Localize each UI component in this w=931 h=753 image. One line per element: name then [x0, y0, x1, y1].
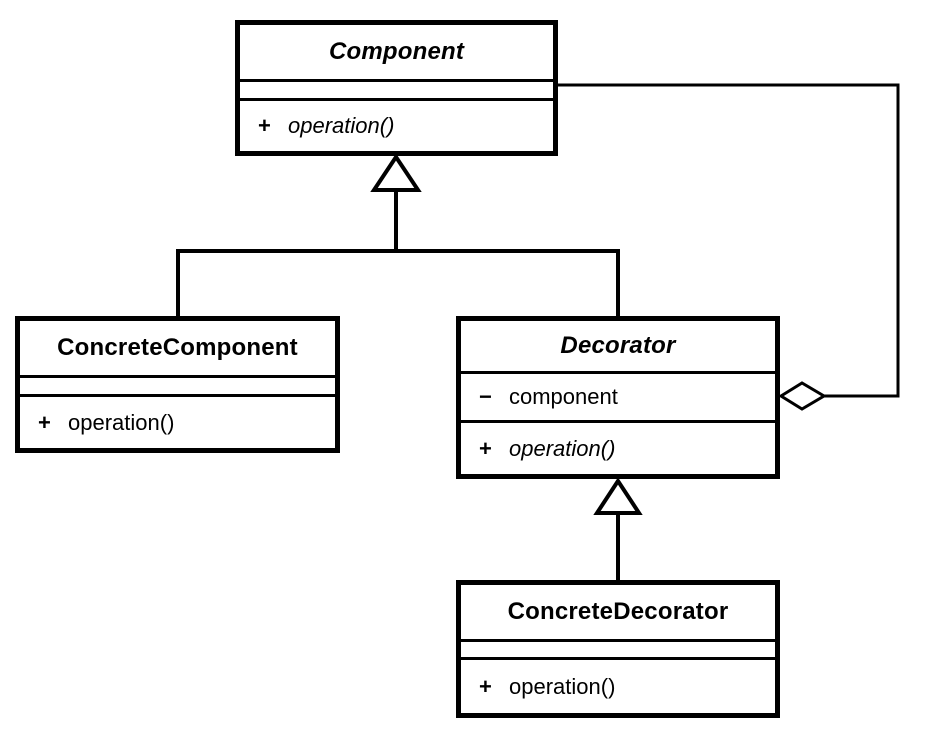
class-box-decorator[interactable]: Decorator − component + operation(): [456, 316, 780, 479]
visibility-marker: +: [38, 409, 51, 435]
class-operations-decorator: + operation(): [461, 423, 775, 474]
operation-name: operation(): [509, 435, 616, 461]
generalization-to-component: [176, 153, 620, 318]
class-name-concretecomponent: ConcreteComponent: [20, 321, 335, 378]
operation-row: + operation(): [461, 674, 775, 700]
hollow-diamond-arrowhead: [778, 381, 827, 411]
visibility-marker: +: [479, 435, 492, 461]
class-box-concretedecorator[interactable]: ConcreteDecorator + operation(): [456, 580, 780, 718]
class-name-component: Component: [240, 25, 553, 82]
hollow-triangle-arrowhead: [370, 153, 422, 192]
class-name-decorator: Decorator: [461, 321, 775, 374]
attribute-name: component: [509, 384, 618, 409]
visibility-marker: +: [479, 673, 492, 699]
class-attributes-decorator: − component: [461, 374, 775, 423]
class-attributes-concretecomponent: [20, 378, 335, 397]
class-attributes-concretedecorator: [461, 642, 775, 660]
aggregation-decorator-component: [556, 83, 900, 411]
class-attributes-component: [240, 82, 553, 101]
generalization-concretedecorator-decorator: [593, 477, 643, 582]
operation-row: + operation(): [240, 113, 553, 139]
visibility-marker: −: [479, 384, 492, 409]
class-operations-concretecomponent: + operation(): [20, 397, 335, 448]
class-operations-component: + operation(): [240, 101, 553, 151]
class-name-concretedecorator: ConcreteDecorator: [461, 585, 775, 642]
operation-name: operation(): [68, 409, 175, 435]
class-box-concretecomponent[interactable]: ConcreteComponent + operation(): [15, 316, 340, 453]
operation-name: operation(): [509, 673, 616, 699]
hollow-triangle-arrowhead: [593, 477, 643, 515]
attribute-row: − component: [461, 384, 775, 410]
operation-name: operation(): [288, 113, 395, 138]
class-operations-concretedecorator: + operation(): [461, 660, 775, 713]
class-box-component[interactable]: Component + operation(): [235, 20, 558, 156]
operation-row: + operation(): [20, 410, 335, 436]
operation-row: + operation(): [461, 436, 775, 462]
visibility-marker: +: [258, 113, 271, 138]
